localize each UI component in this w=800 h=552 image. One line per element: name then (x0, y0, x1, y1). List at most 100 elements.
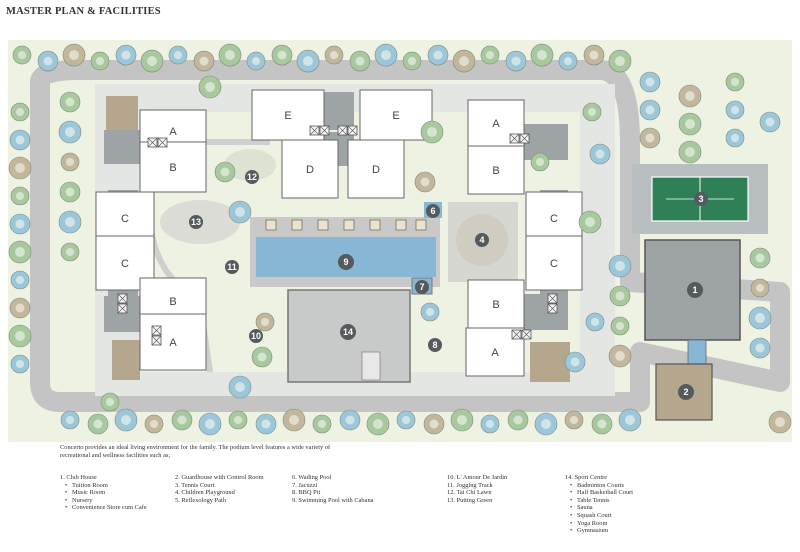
tree-highlight (615, 261, 625, 271)
legend-subitem: Badminton Courts (565, 482, 633, 490)
tree-highlight (15, 163, 25, 173)
residential-block (467, 145, 525, 195)
lift-core-cross (519, 133, 530, 144)
legend-item: 8. BBQ Pit (292, 489, 321, 497)
facility-number: 14 (343, 327, 353, 337)
tree-highlight (15, 219, 25, 229)
block-label: E (392, 110, 399, 122)
facility-marker (428, 338, 442, 352)
tree-highlight (457, 415, 467, 425)
tree-highlight (645, 133, 655, 143)
tree-highlight (147, 56, 157, 67)
tree-highlight (373, 419, 383, 429)
page-title: MASTER PLAN & FACILITIES (6, 6, 161, 17)
tree-highlight (15, 247, 25, 257)
legend-subitem: Music Room (60, 489, 147, 497)
tree-highlight (15, 331, 25, 341)
block-label: B (169, 162, 176, 174)
legend-item: 11. Jogging Track (447, 481, 493, 489)
tree-highlight (541, 419, 551, 429)
legend-item: 12. Tai Chi Lawn (447, 489, 492, 497)
tree-highlight (17, 51, 27, 60)
tree-highlight (615, 321, 625, 331)
lift-core-cross (151, 335, 162, 346)
tree-highlight (149, 419, 159, 429)
lift-core-cross (117, 293, 128, 304)
tree-highlight (121, 415, 131, 425)
lift-core-cross (147, 137, 158, 148)
tree-highlight (569, 415, 579, 425)
facility-number: 7 (419, 282, 424, 292)
facility-marker (189, 215, 203, 229)
tree-highlight (589, 50, 599, 60)
residential-block (139, 141, 207, 193)
perimeter-road (30, 60, 790, 412)
block-label: C (121, 258, 129, 270)
facility-marker (249, 329, 263, 343)
tree-highlight (15, 359, 25, 369)
facility-marker (426, 204, 440, 218)
facility-marker (694, 192, 708, 206)
residential-block (347, 139, 405, 199)
stair-core-sw (112, 340, 140, 380)
facility-number: 4 (479, 235, 484, 245)
facility-marker (678, 384, 694, 400)
tree-highlight (730, 133, 740, 143)
tree-highlight (65, 127, 75, 137)
block-label: B (169, 296, 176, 308)
facility-number: 9 (343, 257, 348, 267)
cabana (369, 219, 381, 231)
lift-core-cross (521, 329, 532, 340)
tree-highlight (511, 56, 521, 66)
cabana (343, 219, 355, 231)
legend-item: 1. Club House (60, 474, 97, 481)
tree-highlight (429, 419, 439, 429)
block-label: A (492, 118, 500, 130)
legend-item: 13. Putting Green (447, 496, 493, 504)
tree-highlight (535, 157, 545, 167)
legend-col-4: 10. L' Amour De Jardin 11. Jogging Track… (447, 474, 507, 504)
block-label: C (550, 258, 558, 270)
block-core (324, 92, 354, 130)
tree-highlight (420, 177, 430, 187)
block-label: A (491, 347, 499, 359)
legend-item: 7. Jacuzzi (292, 481, 318, 489)
lift-core-cross (509, 133, 520, 144)
tree-highlight (775, 417, 785, 427)
lift-core-cross (157, 137, 168, 148)
tree-highlight (485, 419, 495, 429)
block-label: D (306, 164, 314, 176)
cabana (317, 219, 329, 231)
facility-number: 11 (227, 262, 237, 272)
tree-highlight (289, 415, 299, 425)
residential-block (281, 139, 339, 199)
facility-marker (687, 282, 703, 298)
legend-subitem: Table Tennis (565, 497, 633, 505)
tree-highlight (121, 50, 131, 60)
tree-highlight (205, 419, 215, 429)
facility-marker (415, 280, 429, 294)
tree-highlight (65, 247, 75, 257)
block-label: A (169, 126, 177, 138)
facility-marker (340, 324, 356, 340)
tree-highlight (15, 275, 25, 285)
lift-core-cross (511, 329, 522, 340)
tree-highlight (381, 50, 391, 61)
block-label: A (169, 337, 177, 349)
tree-highlight (235, 207, 245, 217)
tree-highlight (65, 97, 75, 107)
residential-block (95, 191, 155, 245)
cabana (415, 219, 427, 231)
tree-highlight (513, 415, 523, 425)
tree-highlight (205, 82, 215, 92)
facility-number: 8 (432, 340, 437, 350)
block-label: B (492, 299, 499, 311)
tree-highlight (93, 419, 103, 429)
legend-subitem: Convenience Store cum Cafe (60, 504, 147, 512)
tai-chi-lawn (224, 149, 276, 181)
tree-highlight (251, 57, 261, 66)
lift-core-cross (337, 125, 348, 136)
lift-core-cross (547, 303, 558, 314)
residential-block (139, 313, 207, 371)
tree-highlight (595, 149, 605, 159)
